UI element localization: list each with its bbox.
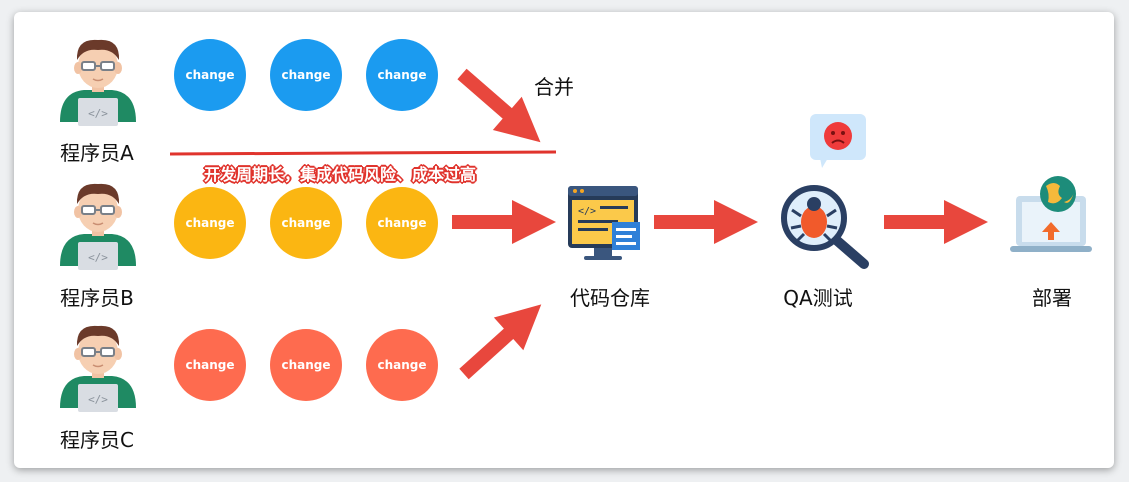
sad-face-bubble-icon <box>810 114 866 168</box>
qa-bug-magnifier-icon <box>781 185 869 269</box>
qa-label: QA测试 <box>783 286 853 310</box>
deploy-label: 部署 <box>1032 286 1072 310</box>
developer-c-avatar-icon <box>59 324 137 413</box>
developer-b-avatar-icon <box>59 182 137 271</box>
change-circle-b-1: change <box>174 187 246 259</box>
developer-a-avatar-icon <box>59 38 137 128</box>
warning-underline <box>169 150 557 156</box>
change-circle-a-1: change <box>174 39 246 111</box>
change-circle-b-2: change <box>270 187 342 259</box>
merge-arrow-b <box>452 200 556 244</box>
developer-a-label: 程序员A <box>60 141 134 165</box>
developer-c-label: 程序员C <box>60 428 134 452</box>
change-circle-a-2: change <box>270 39 342 111</box>
repository-label: 代码仓库 <box>570 286 650 310</box>
merge-arrow-c <box>449 288 557 391</box>
merge-label: 合并 <box>534 75 574 99</box>
qa-to-deploy-arrow <box>884 200 988 244</box>
repo-to-qa-arrow <box>654 200 758 244</box>
svg-text:</>: </> <box>578 206 596 217</box>
deploy-laptop-icon <box>1010 176 1092 252</box>
change-circle-b-3: change <box>366 187 438 259</box>
change-circle-c-3: change <box>366 329 438 401</box>
warning-text: 开发周期长，集成代码风险、成本过高 <box>204 165 477 184</box>
developer-b-label: 程序员B <box>60 286 134 310</box>
change-circle-c-2: change <box>270 329 342 401</box>
code-repository-icon: </> <box>568 186 640 260</box>
change-circle-a-3: change <box>366 39 438 111</box>
change-circle-c-1: change <box>174 329 246 401</box>
